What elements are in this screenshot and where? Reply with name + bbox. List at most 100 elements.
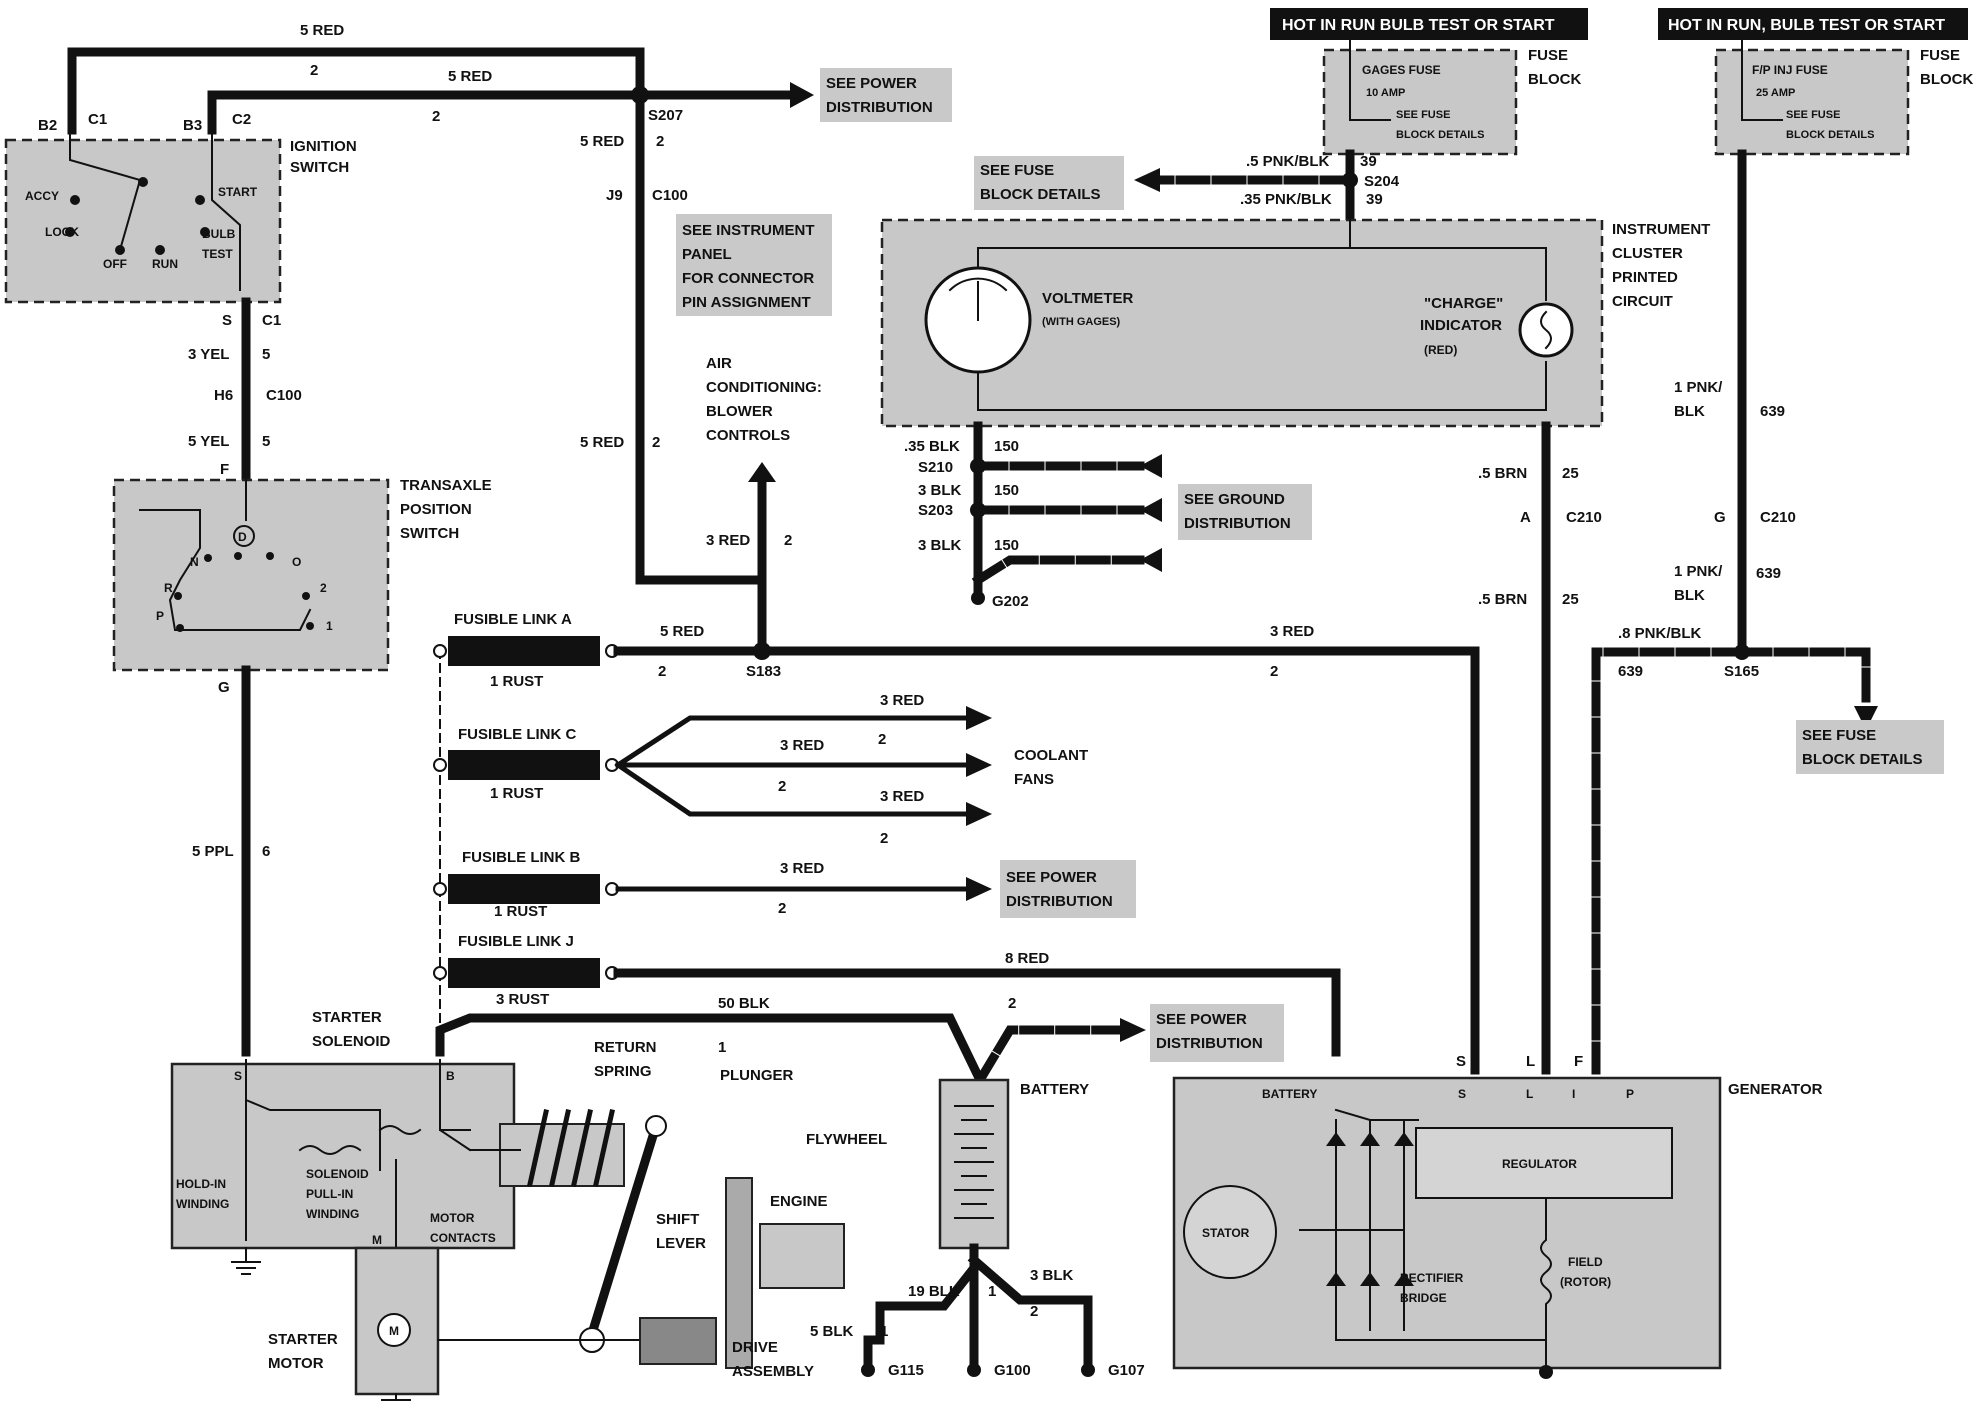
pnk-w2-num: 639 [1756, 565, 1781, 582]
see-fuse-left-2: BLOCK DETAILS [980, 186, 1101, 203]
contacts-2: CONTACTS [430, 1231, 496, 1245]
gen-pin-l: L [1526, 1053, 1535, 1070]
ground-w3-num: 150 [994, 537, 1019, 554]
fusible-b-wire: 3 RED [780, 860, 824, 877]
wire-pnk-to-gen [1591, 647, 1747, 1075]
left-wire-2: 5 YEL [188, 433, 229, 450]
see-instrument-1: SEE INSTRUMENT [682, 222, 815, 239]
see-power-top-box [820, 68, 952, 122]
pnk-w1-b: BLK [1674, 403, 1705, 420]
charge-label: "CHARGE" [1424, 295, 1503, 312]
hold-in-1: HOLD-IN [176, 1177, 226, 1191]
see-power-mid-2: DISTRIBUTION [1006, 893, 1113, 910]
arrow-ground-1 [1140, 454, 1162, 478]
splice-s210-label: S210 [918, 459, 953, 476]
cluster-label-2: CLUSTER [1612, 245, 1683, 262]
ground-motor [381, 1393, 411, 1401]
see-instrument-4: PIN ASSIGNMENT [682, 294, 811, 311]
wire-down-s207 [635, 90, 767, 645]
engine-label: ENGINE [770, 1193, 828, 1210]
wire-top-inner [207, 90, 795, 135]
bat-wire-num: 2 [1008, 995, 1016, 1012]
battery-cells [954, 1105, 994, 1219]
drive-assembly [437, 1317, 717, 1365]
see-power-mid-box [1000, 860, 1136, 918]
fuse-fp-box [1714, 48, 1910, 156]
pnk-pin-g: G [1714, 509, 1726, 526]
pnk-w3: .8 PNK/BLK [1618, 625, 1702, 642]
coolant-fans-1: COOLANT [1014, 747, 1088, 764]
g115-label: G115 [888, 1362, 924, 1379]
arrow-coolant-2 [966, 753, 992, 777]
ign-pos-accy: ACCY [25, 189, 59, 203]
wire-lower-num: 2 [652, 434, 660, 451]
ign-pos-bulb: BULB [202, 227, 236, 241]
return-spring-2: SPRING [594, 1063, 652, 1080]
fusible-a-num: 2 [658, 663, 666, 680]
flywheel [725, 1177, 845, 1369]
return-spring-1: RETURN [594, 1039, 657, 1056]
ground-w2: 3 BLK [918, 482, 962, 499]
conn-j9: J9 [606, 187, 623, 204]
wire-mid-num: 2 [656, 133, 664, 150]
transaxle-label-2: POSITION [400, 501, 472, 518]
fuse-gages-see-2: BLOCK DETAILS [1396, 129, 1484, 141]
fusible-j-color: 3 RUST [496, 991, 549, 1008]
bat-ground-w3-num: 1 [880, 1323, 888, 1340]
pnk-w2-a: 1 PNK/ [1674, 563, 1723, 580]
fusible-j-name: FUSIBLE LINK J [458, 933, 574, 950]
motor-m: M [389, 1324, 399, 1338]
header-left [1270, 8, 1588, 40]
ground-g107 [1081, 1363, 1095, 1377]
bat-ground-w2-num: 2 [1030, 1303, 1038, 1320]
ground-g100 [967, 1363, 981, 1377]
splice-s183-label: S183 [746, 663, 781, 680]
arrow-see-fuse-left [1134, 168, 1160, 192]
ground-w2-num: 150 [994, 482, 1019, 499]
ground-w1: .35 BLK [904, 438, 960, 455]
ignition-switch-box [4, 138, 282, 304]
long-wire-label: 3 RED [1270, 623, 1314, 640]
ground-generator [1539, 1365, 1553, 1379]
brn-w1-num: 25 [1562, 465, 1579, 482]
see-fuse-right-2: BLOCK DETAILS [1802, 751, 1923, 768]
conn-h6: H6 [214, 387, 233, 404]
starter-solenoid-box [170, 1062, 516, 1250]
see-instrument-box [676, 214, 832, 316]
transaxle-label-3: SWITCH [400, 525, 459, 542]
generator-label: GENERATOR [1728, 1081, 1823, 1098]
voltmeter-sub: (WITH GAGES) [1042, 316, 1121, 328]
field-coil [1540, 1197, 1552, 1341]
fuse-gages-block-1: FUSE [1528, 47, 1568, 64]
bat-ground-w2: 3 BLK [1030, 1267, 1074, 1284]
pull-in-2: PULL-IN [306, 1187, 353, 1201]
cluster-label-3: PRINTED [1612, 269, 1678, 286]
ground-solenoid [231, 1247, 261, 1275]
voltmeter-needle [948, 277, 1008, 321]
fusible-j-wire: 8 RED [1005, 950, 1049, 967]
see-instrument-3: FOR CONNECTOR [682, 270, 814, 287]
header-right [1658, 8, 1968, 40]
fuse-fp-see-2: BLOCK DETAILS [1786, 129, 1874, 141]
drive-2: ASSEMBLY [732, 1363, 814, 1380]
rectifier-bridge [1299, 1108, 1547, 1369]
trans-pos-1: 1 [326, 619, 333, 633]
header-left-text: HOT IN RUN BULB TEST OR START [1282, 17, 1555, 34]
gen-inner-p: P [1626, 1087, 1634, 1101]
wire-top-outer [67, 47, 645, 135]
starter-pin-s: S [234, 1069, 242, 1083]
arrow-coolant-1 [966, 706, 992, 730]
shift-lever-2: LEVER [656, 1235, 706, 1252]
see-power-low-2: DISTRIBUTION [1156, 1035, 1263, 1052]
brn-w1: .5 BRN [1478, 465, 1527, 482]
fusible-link-c [448, 750, 600, 780]
see-power-low-1: SEE POWER [1156, 1011, 1247, 1028]
charge-indicator-filament [1540, 310, 1552, 350]
fusible-c-name: FUSIBLE LINK C [458, 726, 576, 743]
fuse-gages-link [1349, 39, 1391, 121]
plunger-label: PLUNGER [720, 1067, 794, 1084]
g100-label: G100 [994, 1362, 1031, 1379]
arrow-fusible-b [966, 877, 992, 901]
fusible-link-j [448, 958, 600, 988]
ignition-label-1: IGNITION [290, 138, 357, 155]
